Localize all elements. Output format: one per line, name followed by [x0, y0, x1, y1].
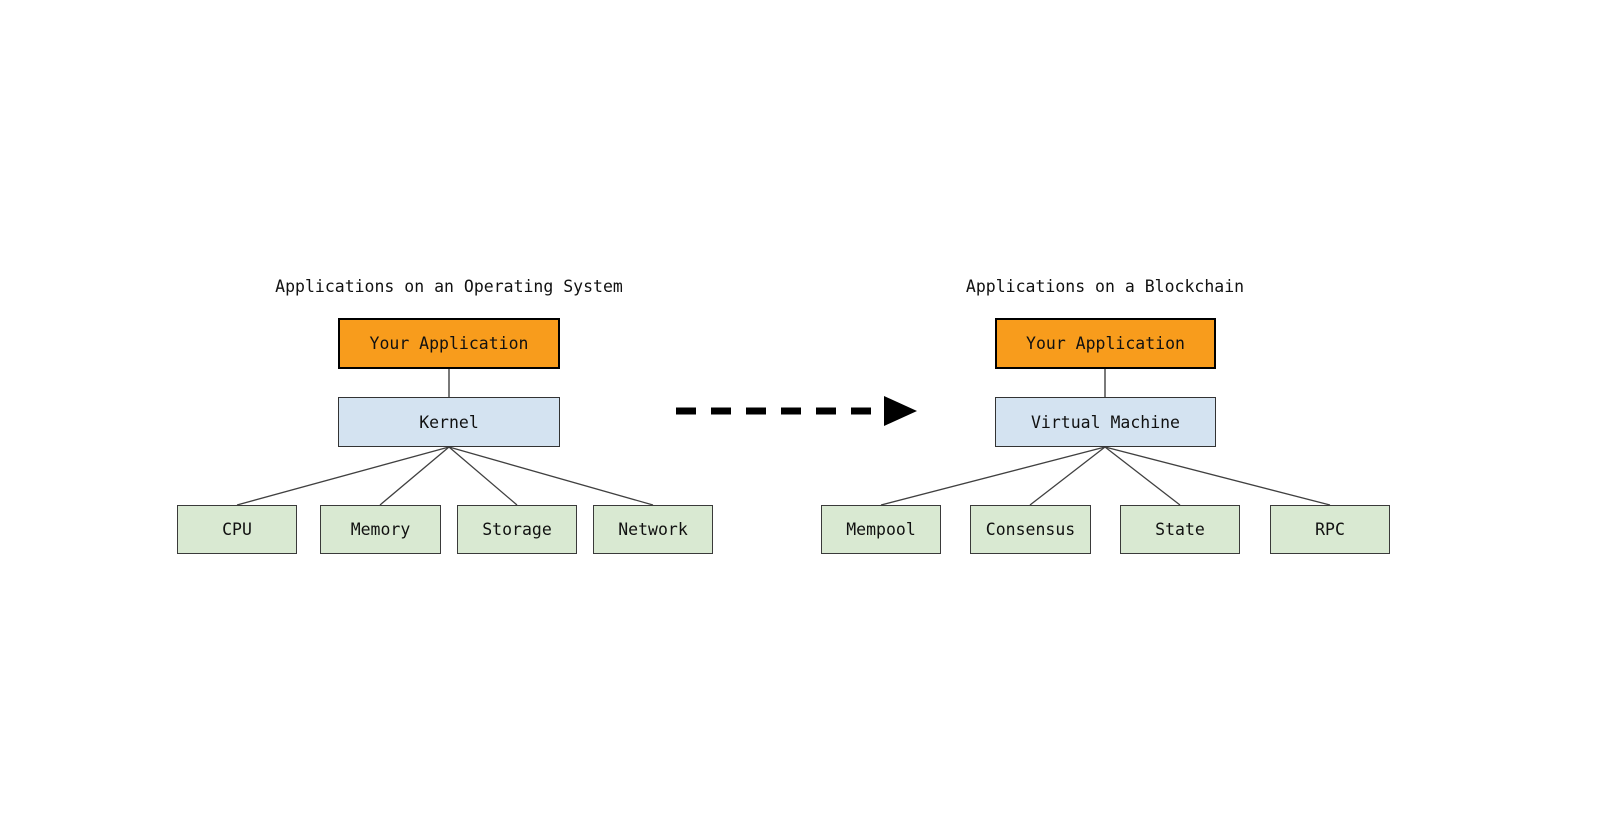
edge-vm-mempool	[880, 446, 1106, 506]
leaf-node-network: Network	[593, 505, 713, 554]
leaf-node-rpc: RPC	[1270, 505, 1390, 554]
node-label: RPC	[1315, 520, 1345, 539]
node-kernel: Kernel	[338, 397, 560, 447]
edge-vm-consensus	[1029, 446, 1106, 506]
leaf-node-consensus: Consensus	[970, 505, 1091, 554]
edge-kernel-storage	[448, 446, 518, 506]
node-label: Memory	[350, 520, 411, 539]
edge-kernel-memory	[379, 446, 450, 506]
node-label: CPU	[222, 520, 252, 539]
right-tree-title: Applications on a Blockchain	[965, 277, 1245, 296]
node-label: State	[1155, 520, 1205, 539]
left-tree-title: Applications on an Operating System	[275, 277, 623, 296]
leaf-node-memory: Memory	[320, 505, 441, 554]
leaf-node-state: State	[1120, 505, 1240, 554]
edge-vm-state	[1104, 446, 1181, 506]
node-label: Your Application	[369, 334, 529, 353]
node-label: Virtual Machine	[1030, 412, 1180, 432]
node-label: Kernel	[419, 412, 479, 432]
edge-kernel-cpu	[236, 446, 450, 506]
node-label: Mempool	[846, 520, 916, 539]
dashed-arrow-icon	[676, 396, 917, 426]
node-your-application-right: Your Application	[995, 318, 1216, 369]
node-your-application-left: Your Application	[338, 318, 560, 369]
leaf-node-cpu: CPU	[177, 505, 297, 554]
leaf-node-storage: Storage	[457, 505, 577, 554]
node-label: Network	[618, 520, 688, 539]
node-label: Storage	[482, 520, 552, 539]
node-virtual-machine: Virtual Machine	[995, 397, 1216, 447]
node-label: Your Application	[1026, 334, 1185, 353]
leaf-node-mempool: Mempool	[821, 505, 941, 554]
edge-kernel-network	[448, 446, 654, 506]
edge-vm-rpc	[1104, 446, 1331, 506]
node-label: Consensus	[985, 520, 1076, 539]
